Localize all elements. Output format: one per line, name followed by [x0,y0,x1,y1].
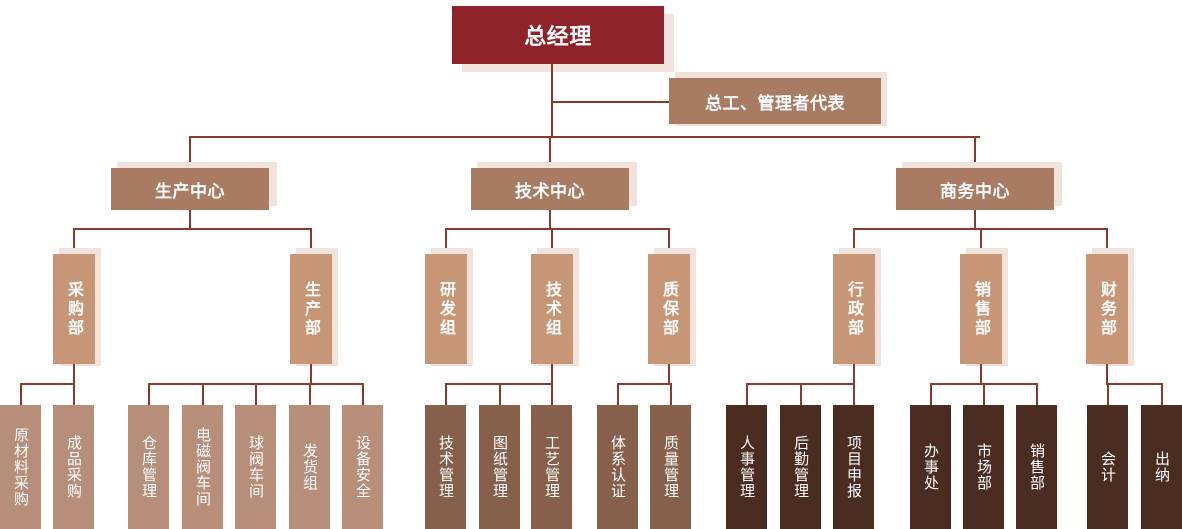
dept-bar-line [445,228,670,230]
unit-drop-line [148,383,150,406]
unit-drop-line [746,383,748,406]
department-node-0-0: 采购部 [53,254,95,364]
unit-node-0-1-1: 电磁阀车间 [182,405,223,529]
department-node-1-1: 技术组 [531,254,573,364]
unit-node-2-1-2: 销售部 [1016,405,1057,529]
unit-node-1-1-2: 工艺管理 [531,405,572,529]
center-to-dept-line [974,210,976,228]
department-node-1-2: 质保部 [648,254,690,364]
department-node-2-2: 财务部 [1086,254,1128,364]
unit-node-1-1-1: 图纸管理 [479,405,520,529]
center-drop-line [974,136,976,170]
unit-node-0-0-1: 成品采购 [53,405,94,529]
unit-drop-line [255,383,257,406]
department-node-0-1: 生产部 [290,254,332,364]
unit-drop-line [617,383,619,406]
dept-drop-line [73,228,75,254]
department-node-2-1: 销售部 [960,254,1002,364]
dept-drop-line [1106,228,1108,254]
dept-drop-line [980,228,982,254]
dept-to-unit-line [853,364,855,384]
dept-to-unit-line [551,364,553,384]
unit-node-1-2-0: 体系认证 [597,405,638,529]
dept-drop-line [551,228,553,254]
unit-drop-line [983,383,985,406]
center-technology-node: 技术中心 [471,168,629,210]
center-to-dept-line [189,210,191,228]
root-node-general-manager: 总经理 [452,6,664,64]
unit-node-0-1-4: 设备安全 [342,405,383,529]
center-commerce-node: 商务中心 [896,168,1054,210]
unit-node-0-0-0: 原材料采购 [0,405,41,529]
center-drop-line [549,136,551,170]
unit-drop-line [499,383,501,406]
unit-drop-line [202,383,204,406]
unit-node-2-0-0: 人事管理 [726,405,767,529]
unit-drop-line [800,383,802,406]
dept-drop-line [668,228,670,254]
unit-drop-line [20,383,22,406]
dept-to-unit-line [668,364,670,384]
dept-to-unit-line [980,364,982,384]
dept-drop-line [853,228,855,254]
dept-bar-line [73,228,312,230]
unit-drop-line [309,383,311,406]
unit-drop-line [1107,383,1109,406]
unit-bar-line [617,383,672,385]
center-production-node: 生产中心 [111,168,269,210]
dept-to-unit-line [73,364,75,384]
unit-node-0-1-0: 仓库管理 [128,405,169,529]
unit-bar-line [1106,383,1163,385]
unit-bar-line [20,383,75,385]
unit-drop-line [73,383,75,406]
unit-node-2-2-1: 出纳 [1141,405,1182,529]
unit-node-0-1-3: 发货组 [289,405,330,529]
center-drop-line [189,136,191,170]
unit-drop-line [551,383,553,406]
unit-node-2-2-0: 会计 [1087,405,1128,529]
unit-node-1-2-1: 质量管理 [650,405,691,529]
unit-node-2-1-1: 市场部 [963,405,1004,529]
unit-node-2-1-0: 办事处 [910,405,951,529]
unit-drop-line [362,383,364,406]
department-node-1-0: 研发组 [425,254,467,364]
deputy-branch-line [551,101,670,103]
unit-node-2-0-2: 项目申报 [833,405,874,529]
unit-drop-line [1161,383,1163,406]
dept-to-unit-line [1106,364,1108,384]
deputy-node: 总工、管理者代表 [669,78,881,124]
root-trunk-line [551,64,553,137]
unit-drop-line [445,383,447,406]
unit-drop-line [853,383,855,406]
dept-drop-line [310,228,312,254]
unit-node-2-0-1: 后勤管理 [780,405,821,529]
department-node-2-0: 行政部 [833,254,875,364]
center-to-dept-line [549,210,551,228]
unit-node-1-1-0: 技术管理 [425,405,466,529]
unit-drop-line [670,383,672,406]
unit-drop-line [1036,383,1038,406]
unit-drop-line [930,383,932,406]
dept-to-unit-line [310,364,312,384]
centers-bar-line [190,136,980,138]
dept-drop-line [445,228,447,254]
unit-node-0-1-2: 球阀车间 [235,405,276,529]
